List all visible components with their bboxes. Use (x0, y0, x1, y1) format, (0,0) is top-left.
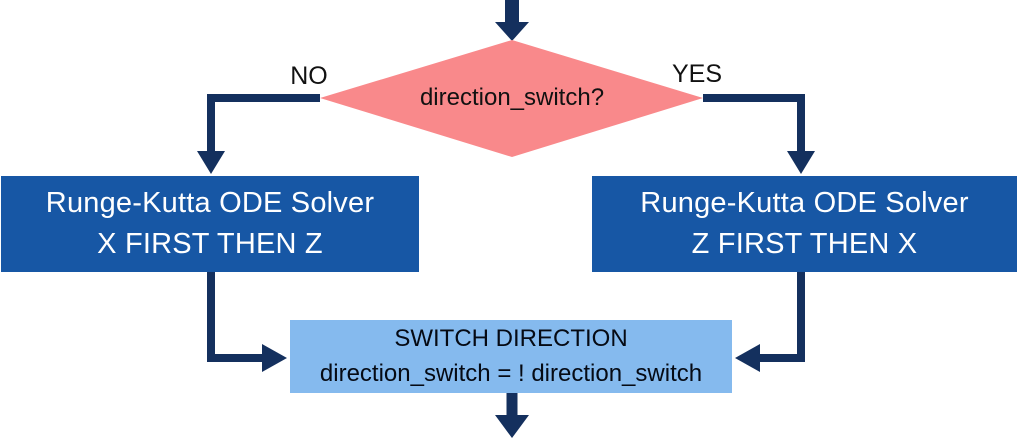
yes-branch-arrow-head-icon (787, 151, 815, 174)
no-branch-line (207, 94, 320, 153)
no-branch-arrow-head-icon (197, 151, 225, 174)
solver-box-z-first: Runge-Kutta ODE Solver Z FIRST THEN X (592, 176, 1017, 272)
left-to-switch-arrow-head-icon (262, 344, 287, 372)
right-to-switch-arrow-head-icon (735, 344, 760, 372)
switch-direction-box: SWITCH DIRECTION direction_switch = ! di… (290, 320, 732, 393)
yes-branch-line (703, 94, 805, 153)
left-to-switch-line (207, 272, 264, 362)
decision-label: direction_switch? (419, 84, 605, 111)
no-branch-label: NO (290, 62, 328, 90)
exit-arrow-head-icon (495, 415, 529, 438)
switch-direction-line2: direction_switch = ! direction_switch (319, 359, 703, 387)
decision-diamond-shape (320, 40, 703, 157)
solver-box-x-first-line1: Runge-Kutta ODE Solver (45, 186, 375, 219)
switch-direction-line1: SWITCH DIRECTION (394, 325, 628, 353)
solver-box-z-first-line2: Z FIRST THEN X (691, 228, 918, 260)
solver-box-x-first-line2: X FIRST THEN Z (97, 228, 323, 260)
right-to-switch-line (758, 272, 805, 362)
solver-box-x-first: Runge-Kutta ODE Solver X FIRST THEN Z (1, 176, 419, 272)
solver-box-z-first-line1: Runge-Kutta ODE Solver (640, 186, 969, 219)
yes-branch-label: YES (671, 60, 723, 88)
entry-arrow-head-icon (495, 22, 529, 41)
